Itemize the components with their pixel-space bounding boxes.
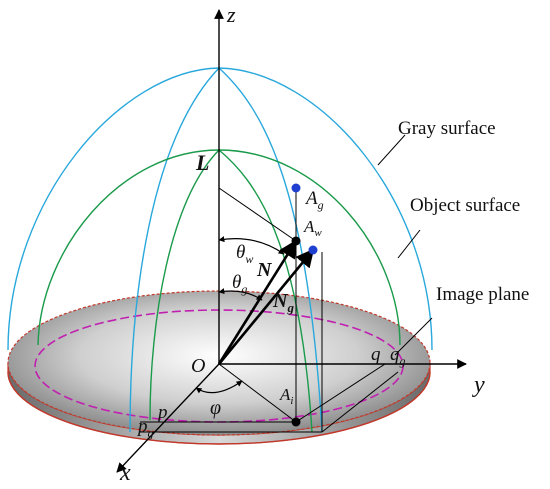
x-label: x (119, 460, 131, 486)
Ag-label: Ag (304, 188, 324, 212)
phi-label: φ (210, 397, 221, 419)
point-Aw-blue (308, 245, 318, 255)
z-label: z (226, 2, 236, 27)
vector-Ng (217, 248, 315, 365)
theta-g-label: θg (232, 272, 247, 296)
pg-label: pg (136, 416, 154, 440)
Aw-label: Aw (303, 217, 322, 239)
q-label: q (371, 344, 381, 365)
gray-surface-label: Gray surface (398, 118, 496, 139)
label-leaders (377, 134, 433, 356)
qg-label: qg (390, 344, 406, 368)
vector-N (217, 239, 298, 365)
object-surface-label: Object surface (410, 195, 520, 216)
L-label: L (195, 150, 209, 175)
N-label: N (256, 259, 273, 281)
origin-label: O (191, 355, 205, 377)
point-Ai (291, 417, 301, 427)
Ai-label: Ai (279, 385, 293, 407)
point-Aw (291, 236, 301, 246)
phi-arc (195, 380, 243, 394)
Ng-label: Ng (272, 290, 294, 315)
point-Ag (291, 183, 301, 193)
y-label: y (472, 372, 485, 398)
image-plane-label: Image plane (436, 284, 529, 305)
theta-g-arc (218, 288, 263, 301)
theta-w-label: θw (236, 242, 253, 266)
p-label: p (156, 402, 168, 423)
image-plane-front-edge (7, 371, 431, 445)
theta-w-arc (218, 236, 285, 255)
